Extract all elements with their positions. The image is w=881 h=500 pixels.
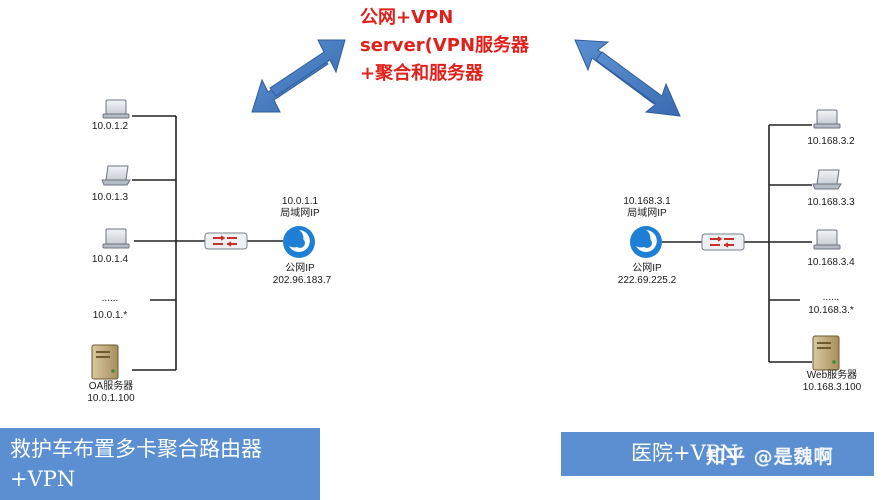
left-double-arrow (251, 39, 346, 113)
right-host-ip-wildcard: 10.168.3.* (808, 305, 854, 316)
right-public-ip-icon (630, 226, 662, 258)
right-pc-icon-1 (813, 109, 841, 129)
right-laptop-icon-2 (812, 169, 842, 190)
right-public-ip: 222.69.225.2 (617, 275, 677, 286)
left-laptop-icon-2 (101, 165, 131, 186)
right-lan-label: 局域网IP (627, 208, 667, 219)
right-server-icon (812, 335, 840, 371)
right-router-icon (701, 233, 745, 251)
right-server-name: Web服务器 (806, 370, 858, 381)
right-host-ip-3: 10.168.3.4 (807, 257, 855, 268)
left-server-ip: 10.0.1.100 (87, 393, 135, 404)
left-server-icon (91, 344, 119, 380)
center-title: 公网+VPN server(VPN服务器+聚合和服务器 (360, 7, 530, 84)
right-pc-icon-3 (813, 229, 841, 250)
left-host-ip-1: 10.0.1.2 (91, 121, 129, 132)
left-public-label: 公网IP (285, 263, 315, 274)
left-pc-icon-1 (102, 99, 130, 119)
right-lan-ip: 10.168.3.1 (623, 196, 671, 207)
left-lan-ip: 10.0.1.1 (281, 196, 319, 207)
left-host-ip-wildcard: 10.0.1.* (92, 310, 128, 321)
left-router-icon (204, 232, 248, 250)
right-public-label: 公网IP (632, 263, 662, 274)
hospital-banner: 医院+VPN (561, 432, 874, 476)
ambulance-banner: 救护车布置多卡聚合路由器+VPN (0, 428, 320, 500)
left-host-ip-3: 10.0.1.4 (91, 254, 129, 265)
right-host-ip-1: 10.168.3.2 (807, 136, 855, 147)
right-host-ip-2: 10.168.3.3 (807, 197, 855, 208)
left-host-ip-2: 10.0.1.3 (91, 192, 129, 203)
left-public-ip: 202.96.183.7 (272, 275, 332, 286)
right-server-ip: 10.168.3.100 (802, 382, 862, 393)
left-public-ip-icon (283, 226, 315, 258)
zhihu-watermark: 知乎 @是魏啊 (706, 446, 834, 468)
right-host-ellipsis: ...... (822, 292, 840, 303)
left-lan-label: 局域网IP (280, 208, 320, 219)
left-network-wiring (132, 115, 283, 371)
right-network-wiring (662, 124, 812, 363)
left-server-name: OA服务器 (88, 381, 134, 392)
left-pc-icon-3 (102, 228, 130, 249)
left-host-ellipsis: ...... (101, 293, 119, 304)
right-double-arrow (574, 39, 681, 117)
